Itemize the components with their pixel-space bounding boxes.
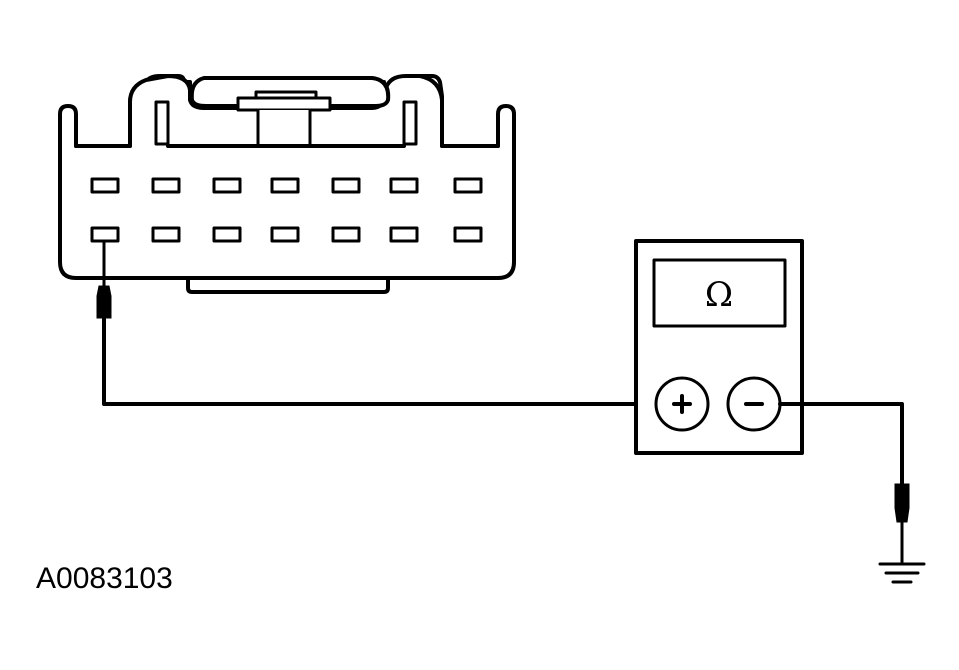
pin-cavity (389, 177, 419, 194)
pin-cavity (151, 177, 181, 194)
ohmmeter: Ω (634, 239, 804, 455)
pin-cavity (453, 177, 483, 194)
figure-id-label: A0083103 (36, 562, 173, 595)
pin-cavity-probed (90, 226, 120, 243)
positive-test-lead (96, 239, 660, 406)
pin-row-1 (90, 177, 483, 194)
pin-cavity (331, 177, 361, 194)
pin-row-2 (90, 226, 483, 243)
pin-cavity (453, 226, 483, 243)
ohm-symbol: Ω (705, 275, 733, 315)
negative-test-lead (778, 402, 910, 566)
pin-cavity (151, 226, 181, 243)
ground-probe-tip (894, 483, 910, 523)
pin-cavity (331, 226, 361, 243)
pin-cavity (212, 226, 242, 243)
probe-tip (96, 285, 112, 319)
pin-cavity (389, 226, 419, 243)
pin-cavity (270, 226, 300, 243)
pin-cavity (270, 177, 300, 194)
ground-icon (878, 562, 926, 584)
plus-sign (672, 394, 692, 414)
pin-cavity (90, 177, 120, 194)
meter-display (652, 258, 787, 328)
electrical-connector (58, 74, 516, 294)
pin-cavity (212, 177, 242, 194)
